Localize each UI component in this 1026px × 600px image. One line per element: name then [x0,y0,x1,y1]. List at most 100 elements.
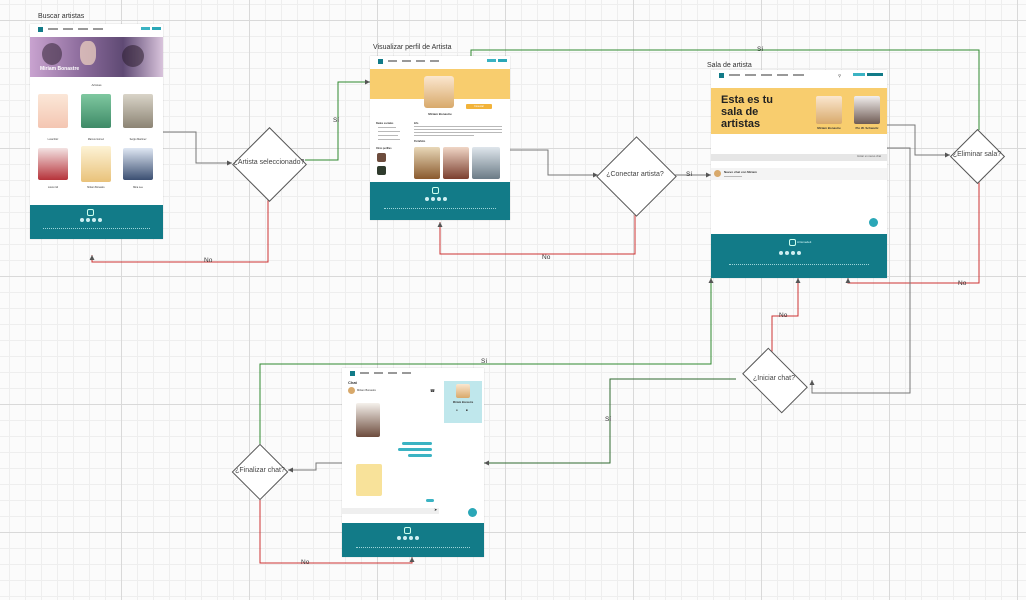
facebook-icon[interactable] [397,536,401,540]
portfolio-image[interactable] [414,147,440,179]
phone-icon[interactable]: ☎ [430,388,435,393]
footer-links [728,264,870,266]
about-title: Info [414,122,419,125]
artist-name: Pio W. Schwartz [855,126,879,130]
message-input[interactable] [342,508,439,514]
artist-avatar[interactable] [854,96,880,124]
label-no-eliminar: No [958,280,967,287]
instagram-icon[interactable] [437,197,441,201]
instagram-icon[interactable] [92,218,96,222]
instagram-icon[interactable] [791,251,795,255]
account-button[interactable] [853,73,865,76]
profile-thumb[interactable] [377,153,386,162]
message-bubble [408,454,432,457]
send-icon[interactable]: ➤ [434,507,438,512]
chat-list-item[interactable]: Nuevo chat con Miriam [711,168,887,180]
x-icon[interactable] [403,536,407,540]
artist-name: Sergio Martínez [129,138,147,141]
login-button[interactable] [487,59,496,62]
logo-icon [378,58,383,64]
edge-iniciar-si [484,378,736,464]
chat-item-title: Nuevo chat con Miriam [724,170,757,174]
social-icons [779,251,801,255]
avatar [714,170,721,177]
youtube-icon[interactable] [415,536,419,540]
youtube-icon[interactable] [443,197,447,201]
register-button[interactable] [152,27,161,30]
label-si-iniciar: Sí [605,416,612,423]
conectar-button[interactable]: Conectar [466,104,492,109]
decision-eliminar-text: ¿Eliminar sala? [952,151,1002,158]
youtube-icon[interactable] [98,218,102,222]
facebook-icon[interactable] [779,251,783,255]
navbar [370,56,510,66]
hero-banner: Miriam Bonastre [30,37,163,77]
footer-logo-icon [87,209,94,216]
profile-avatar [424,76,454,108]
chat-image[interactable] [356,403,380,437]
new-chat-link[interactable]: Iniciar un nuevo chat [857,155,881,158]
user-icon[interactable]: ● [456,408,458,412]
artist-card-image[interactable] [123,94,153,128]
edge-artista-si [305,81,370,161]
footer-logo-icon [404,527,411,534]
screen-sala-artista: ⚲ Esta es tu sala de artistas Miriam Bon… [711,70,887,278]
chat-image[interactable] [356,464,382,496]
login-button[interactable] [141,27,150,30]
portfolio-image[interactable] [443,147,469,179]
artist-card-image[interactable] [81,146,111,182]
title-sala-artista: Sala de artista [707,62,752,69]
edge-sala-to-iniciar [811,147,911,394]
contact-avatar [348,387,355,394]
social-icons [425,197,447,201]
x-icon[interactable] [785,251,789,255]
label-si-finalizar: Sí [481,358,488,365]
x-icon[interactable] [86,218,90,222]
artist-card-image[interactable] [38,94,68,128]
new-chat-bar: Iniciar un nuevo chat [711,154,887,161]
chat-bubble-icon[interactable] [869,218,878,227]
screen-chat: Chat Miriam Bonastre ☎ ➤ Miriam Bonastre… [342,368,484,557]
trash-icon[interactable]: ■ [466,408,468,412]
artist-name: Marcos Gómez [87,138,105,141]
arrowhead [365,79,370,85]
search-icon[interactable]: ⚲ [838,73,841,78]
label-si-eliminar: Sí [757,46,764,53]
edge-finalizar-si [259,278,712,445]
footer: Artsmedeit [711,234,887,278]
sala-hero-title: Esta es tu sala de artistas [721,94,773,130]
artist-avatar[interactable] [816,96,842,124]
chat-bubble-icon[interactable] [468,508,477,517]
artist-card-image[interactable] [123,148,153,180]
navbar [30,24,163,34]
arrowhead [484,460,489,466]
instagram-icon[interactable] [409,536,413,540]
profile-name: Miriam Bonastre [428,112,452,116]
artist-name: Miriam Bonastre [817,126,841,130]
artist-card-image[interactable] [38,148,68,180]
contact-name: Miriam Bonastre [357,389,376,392]
hero-artist-name: Miriam Bonastre [40,66,80,72]
youtube-icon[interactable] [797,251,801,255]
facebook-icon[interactable] [425,197,429,201]
arrowhead [845,278,851,283]
decision-iniciar-text: ¿Iniciar chat? [752,375,796,382]
portfolio-title: Portafolio [414,140,426,143]
edge-sala-to-eliminar [887,124,950,156]
decision-conectar-text: ¿Conectar artista? [606,171,664,178]
footer-brand: Artsmedeit [797,240,812,244]
arrowhead [89,255,95,260]
footer-links [43,228,150,230]
menu-button[interactable] [867,73,883,76]
portfolio-image[interactable] [472,147,500,179]
artist-card-image[interactable] [81,94,111,128]
sala-hero: Esta es tu sala de artistas Miriam Bonas… [711,88,887,134]
artist-name: Mina Lee [133,186,143,189]
label-si-artista: Sí [333,117,340,124]
profile-thumb[interactable] [377,166,386,175]
facebook-icon[interactable] [80,218,84,222]
register-button[interactable] [498,59,507,62]
edge-buscar-to-artista [163,131,232,164]
x-icon[interactable] [431,197,435,201]
arrowhead [409,557,415,562]
